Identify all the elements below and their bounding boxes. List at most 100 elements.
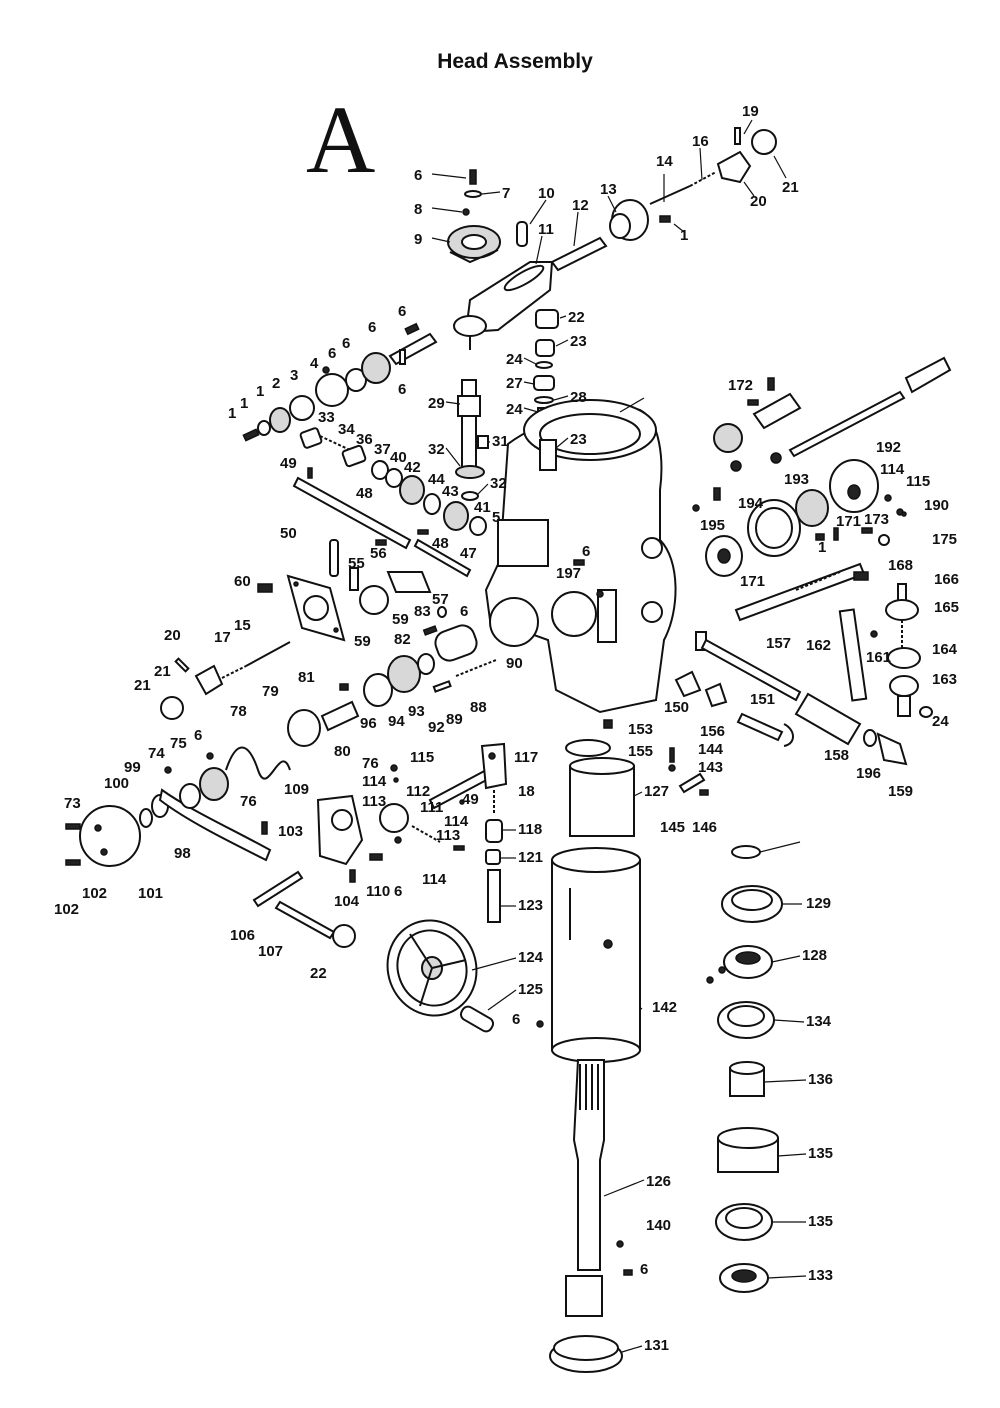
collar-161 — [889, 675, 919, 697]
washer-91 — [417, 653, 435, 675]
callout-173: 190 — [924, 497, 949, 514]
bracket-118 — [480, 742, 508, 790]
screw-101 — [65, 859, 81, 866]
housing-192-port-a — [489, 597, 539, 647]
spring-193 — [455, 659, 497, 677]
callout-102: 103 — [278, 823, 303, 840]
screw-158 — [870, 630, 878, 638]
callout-29: 23 — [570, 431, 587, 448]
callout-146: 146 — [692, 819, 717, 836]
callout-40: 32 — [428, 441, 445, 458]
pin-85 — [437, 606, 447, 618]
callout-97: 99 — [124, 759, 141, 776]
handle-126 — [459, 1005, 495, 1033]
callout-17: 11 — [538, 221, 554, 238]
callout-175: 192 — [876, 439, 901, 456]
nut-163 — [885, 599, 919, 621]
screw-6a — [322, 366, 330, 374]
gear-109 — [379, 803, 409, 833]
cover-66 — [286, 574, 346, 642]
callout-33: 27 — [506, 375, 523, 392]
knob-99 — [79, 805, 141, 867]
callout-11: 6 — [398, 303, 406, 320]
housing-192-bore — [539, 413, 641, 455]
callout-140: 140 — [646, 1217, 671, 1234]
pin-168 — [833, 527, 839, 541]
worm-43 — [319, 435, 351, 451]
handwheel-125-spokes — [409, 933, 467, 1007]
washer-47 — [371, 460, 389, 480]
callout-62: 56 — [370, 545, 387, 562]
bearing-131-inner — [731, 889, 773, 911]
screw-181 — [573, 559, 585, 566]
spindle-127-splines — [579, 1064, 599, 1110]
sleeve-128 — [569, 765, 635, 837]
washer-75 — [179, 783, 201, 809]
callout-24: 21 — [782, 179, 799, 196]
callout-31: 24 — [506, 401, 523, 418]
gear-15-hub — [461, 234, 487, 250]
gear-64 — [359, 585, 389, 615]
shaft-189 — [752, 392, 802, 430]
section-letter: A — [306, 86, 376, 193]
washer-50 — [423, 493, 441, 515]
callout-148: 150 — [664, 699, 689, 716]
shaft-104 — [274, 900, 336, 940]
pin-14 — [462, 208, 470, 216]
bolt-155 — [700, 638, 802, 702]
bearing-178-bore — [717, 548, 731, 564]
callout-115b: 115 — [906, 473, 930, 490]
callout-60: 50 — [280, 525, 297, 542]
spring-112 — [411, 825, 441, 843]
cup-177-inner — [755, 507, 793, 549]
callout-109: 111 — [420, 799, 443, 816]
hub-19-face — [609, 213, 631, 239]
quill-142-hole — [603, 939, 613, 949]
screw-62 — [375, 539, 387, 546]
callout-178: 195 — [700, 517, 725, 534]
callout-10: 6 — [398, 381, 406, 398]
nut-133-top — [553, 1335, 619, 1361]
bearing-135b-inner — [725, 1207, 763, 1229]
callout-73: 73 — [64, 795, 81, 812]
gear-49 — [399, 475, 425, 505]
pin-22b — [174, 657, 190, 673]
callout-13: 7 — [502, 185, 510, 202]
callout-49: 42 — [404, 459, 421, 476]
callout-22: 19 — [742, 103, 759, 120]
callout-118: 117 — [514, 749, 538, 766]
knob-99-hole-a — [94, 824, 102, 832]
key-37 — [477, 435, 489, 449]
callout-134: 133 — [808, 1267, 833, 1284]
rod-20 — [649, 185, 691, 205]
callout-107: 110 — [366, 883, 390, 900]
washer-34 — [534, 396, 554, 404]
callout-18: 12 — [572, 197, 589, 214]
rod-20b — [245, 641, 291, 667]
grip-191 — [904, 356, 952, 394]
handle-23b — [194, 664, 224, 696]
callout-145: 145 — [660, 819, 685, 836]
callout-150: 153 — [628, 721, 653, 738]
washer-48 — [385, 468, 403, 488]
pin-59b — [459, 799, 465, 805]
callout-121: 118 — [518, 821, 542, 838]
callout-133: 131 — [644, 1337, 669, 1354]
nut-28 — [535, 339, 555, 357]
callout-101: 102 — [54, 901, 79, 918]
pin-184 — [713, 487, 721, 501]
screw-1 — [659, 215, 671, 223]
callout-5: 3 — [290, 367, 298, 384]
callout-96: 98 — [174, 845, 191, 862]
callout-76: 76 — [362, 755, 379, 772]
callout-171: 172 — [728, 377, 753, 394]
callout-94: 96 — [360, 715, 377, 732]
callout-131: 129 — [806, 895, 831, 912]
callout-125: 124 — [518, 949, 544, 966]
callout-23: 20 — [750, 193, 767, 210]
callout-155: 157 — [766, 635, 791, 652]
pin-114a — [884, 494, 892, 502]
pin-16 — [516, 221, 528, 247]
washer-48b — [469, 516, 487, 536]
callout-1b: 1 — [228, 405, 236, 422]
